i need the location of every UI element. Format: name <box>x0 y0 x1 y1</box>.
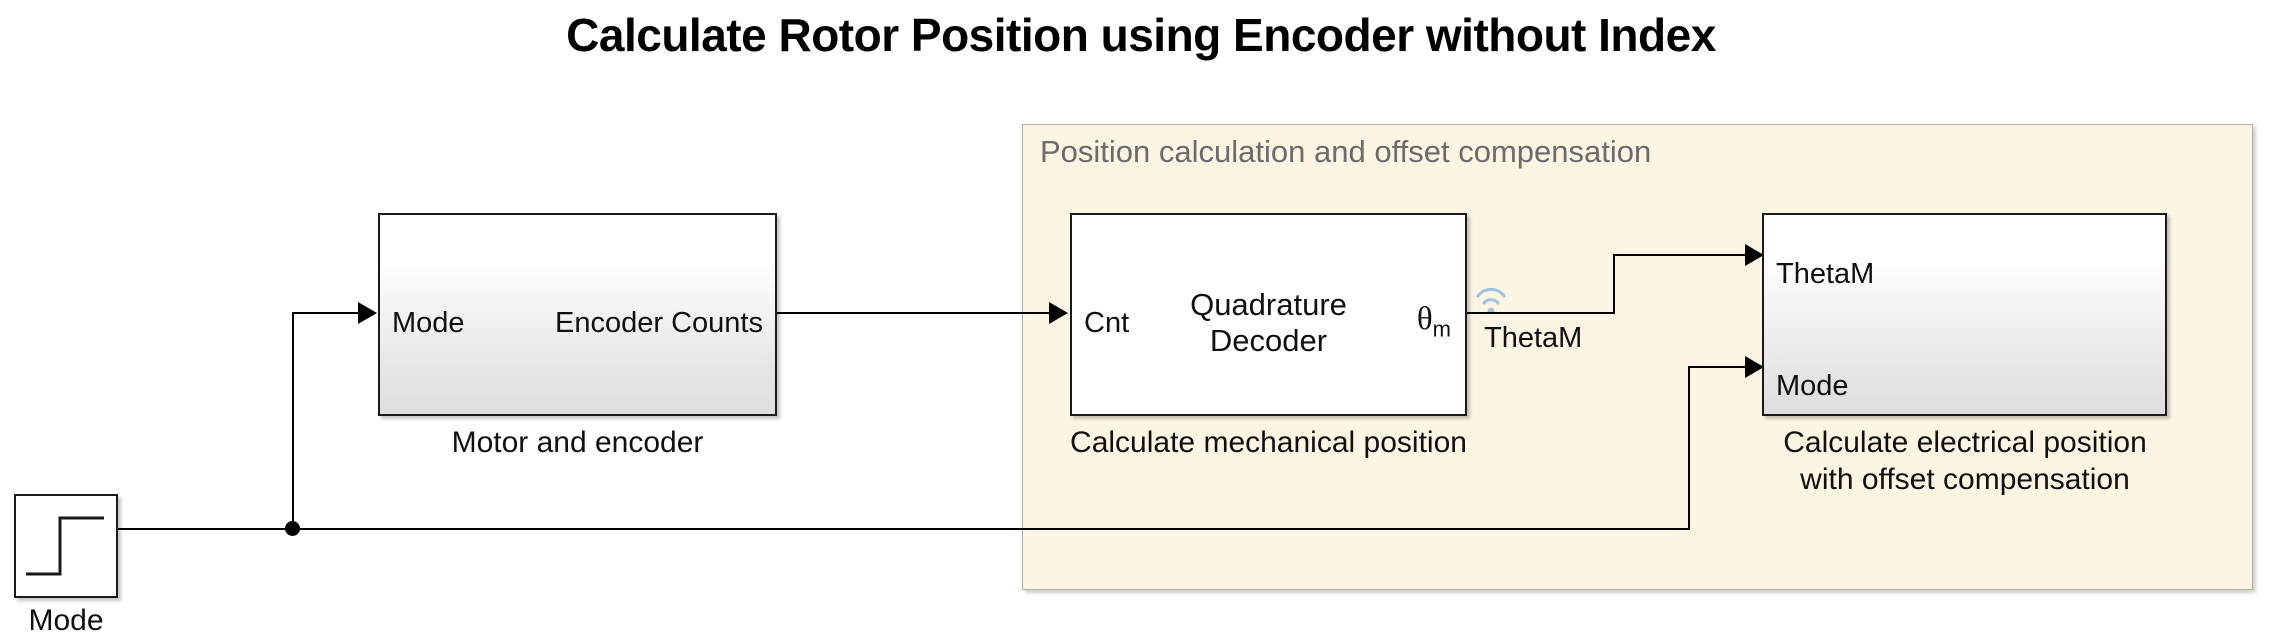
block-motor-and-encoder[interactable]: Mode Encoder Counts <box>378 213 777 416</box>
wire-mode-riser-left <box>292 312 294 530</box>
wire-thetam-out-run <box>1467 312 1615 314</box>
annotation-area-label: Position calculation and offset compensa… <box>1040 134 1652 169</box>
port-label-electrical-thetam-in: ThetaM <box>1776 258 1875 290</box>
caption-calculate-electrical-position-line2: with offset compensation <box>1800 463 2130 496</box>
signal-label-thetam: ThetaM <box>1484 322 1583 354</box>
broadcast-icon <box>1476 287 1506 314</box>
wire-mode-bottom-run <box>298 528 1690 530</box>
wire-encoder-counts-to-cnt <box>777 312 1049 314</box>
wire-mode-to-motor <box>292 312 360 314</box>
caption-motor-and-encoder: Motor and encoder <box>451 426 704 459</box>
block-quadrature-decoder[interactable]: Cnt Quadrature Decoder θm <box>1070 213 1467 416</box>
block-calculate-electrical-position[interactable]: ThetaM Mode <box>1762 213 2167 416</box>
step-source-caption: Mode <box>28 604 104 636</box>
step-source-block[interactable] <box>14 494 118 598</box>
port-label-decoder-theta-m-out: θm <box>1416 301 1451 342</box>
port-label-electrical-mode-in: Mode <box>1776 370 1849 402</box>
port-label-motor-encoder-counts-out: Encoder Counts <box>555 307 763 339</box>
wire-thetam-to-electrical <box>1613 254 1759 256</box>
port-label-motor-mode-in: Mode <box>392 307 465 339</box>
caption-calculate-electrical-position-line1: Calculate electrical position <box>1783 426 2147 459</box>
arrow-electrical-mode-in <box>1745 356 1764 378</box>
wire-mode-to-electrical <box>1688 366 1759 368</box>
caption-quadrature-decoder: Calculate mechanical position <box>1070 426 1467 459</box>
arrow-decoder-cnt-in <box>1049 302 1068 324</box>
wire-step-to-junction <box>118 528 300 530</box>
arrow-electrical-thetam-in <box>1745 244 1764 266</box>
wire-mode-riser-right <box>1688 366 1690 530</box>
page-title: Calculate Rotor Position using Encoder w… <box>566 9 1716 61</box>
decoder-center-text-line2: Decoder <box>1209 323 1328 358</box>
wire-thetam-riser <box>1613 254 1615 314</box>
port-label-decoder-cnt-in: Cnt <box>1084 307 1130 339</box>
decoder-center-text-line1: Quadrature <box>1190 287 1347 322</box>
arrow-motor-mode-in <box>358 302 377 324</box>
step-waveform-icon <box>26 516 104 576</box>
